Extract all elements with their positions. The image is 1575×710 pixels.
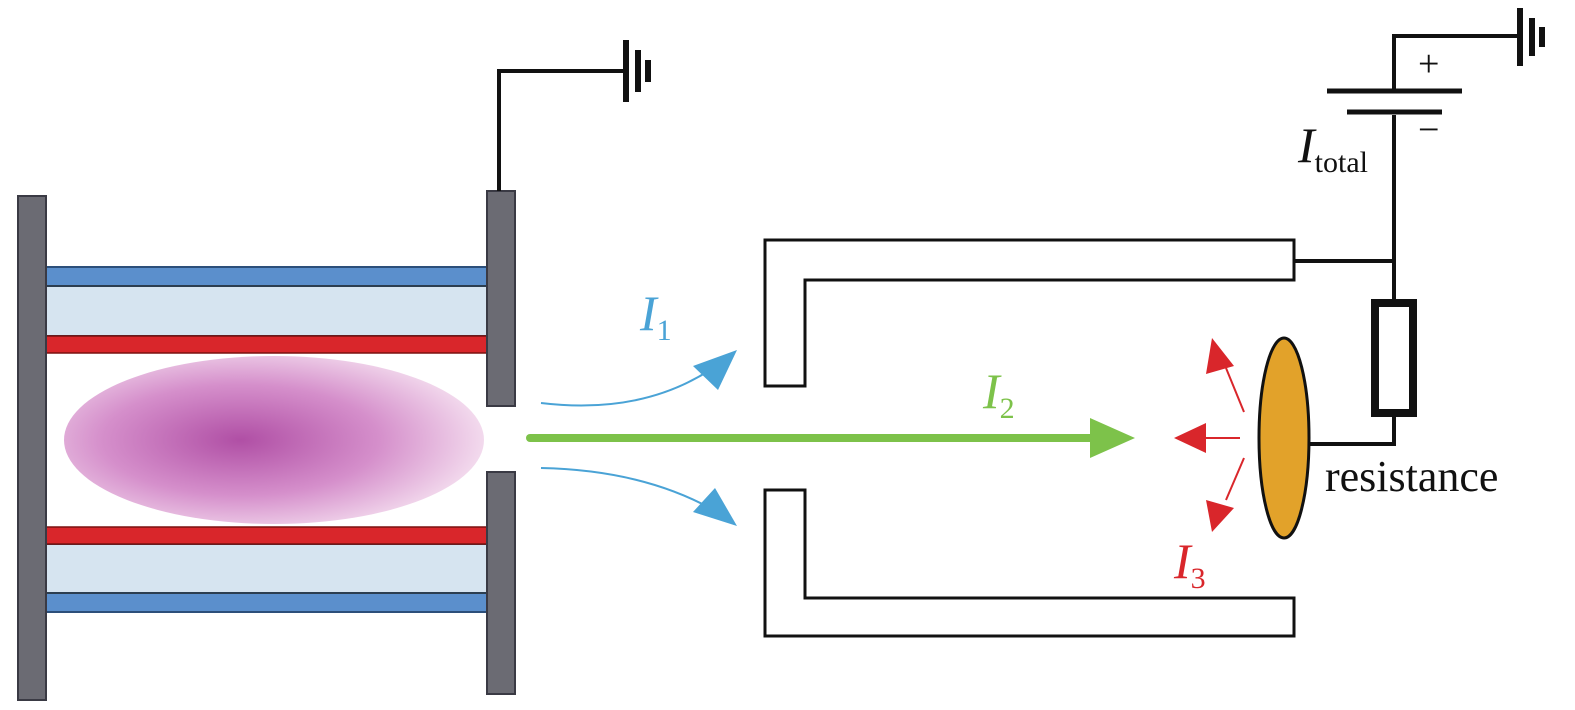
upper-electrode-bracket — [763, 238, 1296, 388]
label-itotal-symbol: I — [1297, 117, 1317, 173]
thruster — [17, 190, 516, 701]
outer-top-rail — [43, 266, 491, 287]
current-i1 — [540, 350, 737, 526]
top-magnet — [43, 335, 491, 354]
bottom-magnet — [43, 526, 491, 545]
label-i3-subscript: 3 — [1191, 562, 1206, 595]
circuit — [1294, 8, 1545, 446]
i2-arrowhead — [1090, 418, 1135, 458]
resistor — [1371, 299, 1417, 417]
collector-structure — [763, 238, 1296, 638]
label-i3-symbol: I — [1173, 533, 1193, 589]
right-electrode-lower — [486, 471, 516, 695]
label-i3: I3 — [1173, 533, 1206, 595]
i3-middle-arrowhead — [1174, 423, 1206, 453]
i1-lower-arrowhead — [693, 488, 737, 526]
collector-plate — [1257, 336, 1311, 540]
current-i3 — [1174, 338, 1245, 532]
bottom-insulator — [43, 543, 491, 594]
label-itotal-subscript: total — [1315, 146, 1368, 179]
label-i2-symbol: I — [982, 363, 1002, 419]
i1-upper-curve — [540, 369, 711, 407]
label-i1-symbol: I — [639, 285, 659, 341]
label-i1: I1 — [639, 285, 672, 347]
label-itotal: Itotal — [1297, 117, 1368, 179]
label-i2: I2 — [982, 363, 1015, 425]
battery-plus-sign: + — [1418, 43, 1439, 85]
right-electrode-upper — [486, 190, 516, 407]
plasma — [64, 356, 484, 524]
battery-minus-sign: − — [1418, 109, 1439, 151]
i3-upper-arrowhead — [1206, 338, 1234, 374]
current-i2 — [526, 418, 1135, 458]
label-i2-subscript: 2 — [1000, 392, 1015, 425]
thruster-ground-wire — [497, 69, 626, 191]
i1-lower-curve — [540, 467, 711, 509]
battery-to-ground-wire — [1392, 34, 1520, 89]
resistance-label: resistance — [1325, 452, 1498, 501]
outer-bottom-rail — [43, 592, 491, 613]
i3-lower-arrowhead — [1206, 500, 1234, 532]
label-i1-subscript: 1 — [657, 314, 672, 347]
collector-to-resistor-wire — [1309, 415, 1396, 446]
i1-upper-arrowhead — [693, 350, 737, 390]
lower-electrode-bracket — [763, 488, 1296, 638]
i3-upper-line — [1225, 367, 1245, 413]
top-insulator — [43, 285, 491, 337]
left-electrode — [17, 195, 47, 701]
i3-lower-line — [1225, 457, 1245, 501]
thruster-ground — [497, 40, 651, 191]
